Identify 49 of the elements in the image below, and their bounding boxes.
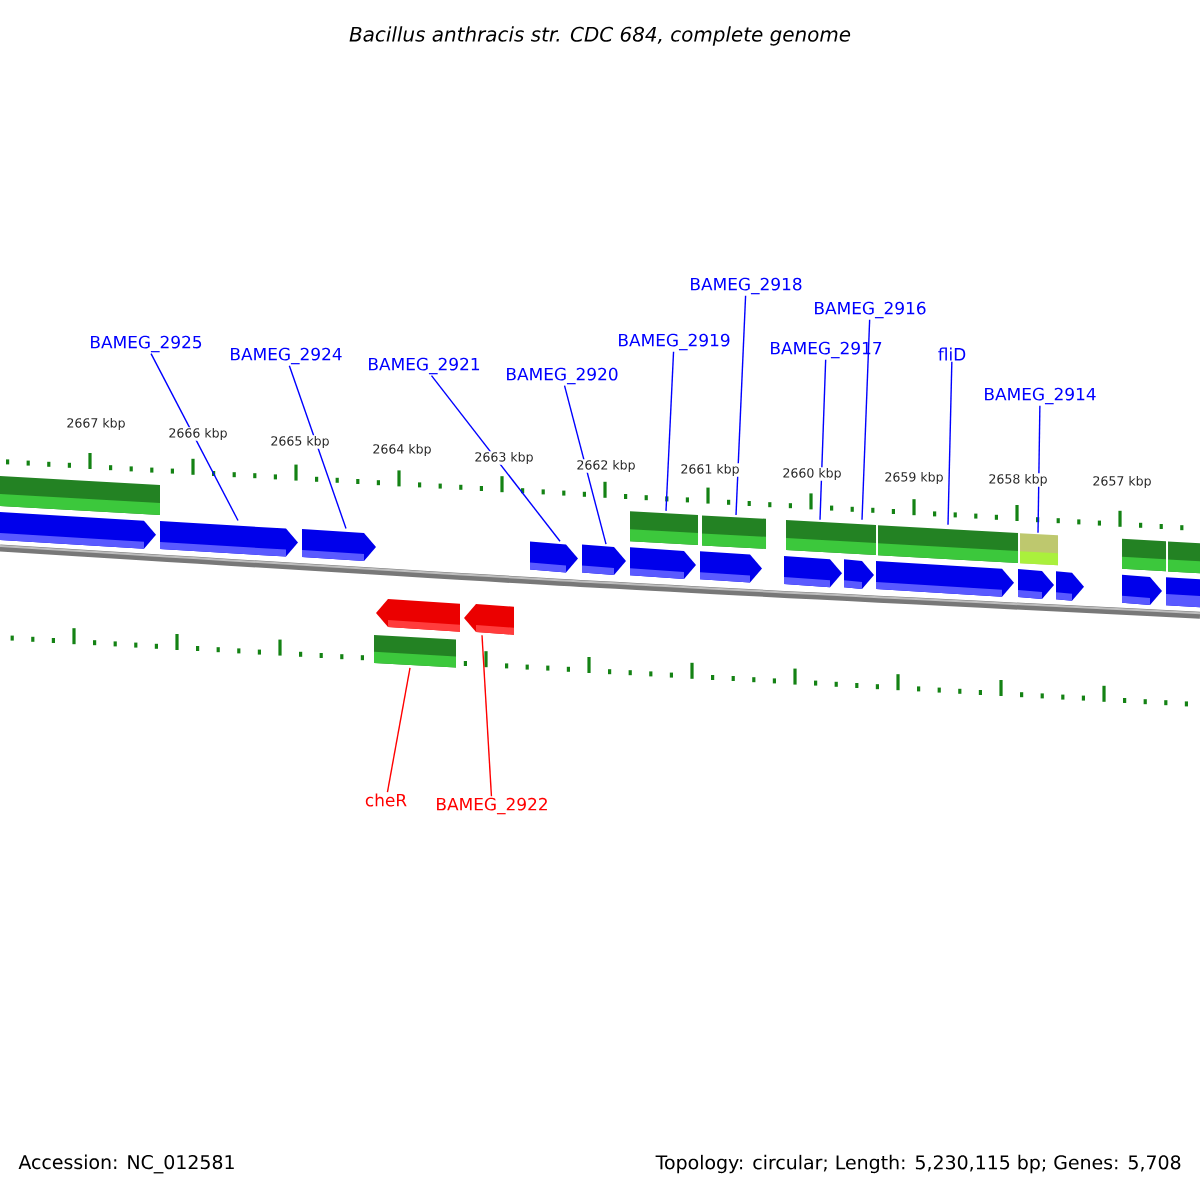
gene-label: BAMEG_2924 xyxy=(228,346,344,366)
gene-label: cheR xyxy=(363,792,409,808)
gene-feature xyxy=(160,521,298,557)
gene-feature xyxy=(1056,571,1084,601)
gene-label: BAMEG_2921 xyxy=(366,356,482,376)
gene-label: fliD xyxy=(936,346,968,362)
gene-feature xyxy=(464,604,514,635)
gene-label: BAMEG_2920 xyxy=(504,366,620,386)
gene-label: BAMEG_2919 xyxy=(616,332,732,352)
gene-label: BAMEG_2916 xyxy=(812,300,928,320)
gene-feature xyxy=(530,541,578,573)
title: Bacillus anthracis str. CDC 684, complete genome xyxy=(349,26,851,46)
leader-line xyxy=(1037,404,1041,534)
leader-line xyxy=(481,634,493,797)
gene-feature xyxy=(786,520,876,555)
leader-line xyxy=(150,352,239,522)
genome-stats-text: Topology: circular; Length: 5,230,115 bp; Genes: 5,708 xyxy=(655,1154,1181,1174)
leader-line xyxy=(819,358,827,521)
gene-feature xyxy=(1166,577,1200,608)
gene-feature xyxy=(1020,533,1058,566)
gene-feature xyxy=(582,544,626,575)
gene-label: BAMEG_2925 xyxy=(88,334,204,354)
gene-feature xyxy=(702,515,766,549)
gene-feature xyxy=(700,551,762,583)
leader-line xyxy=(288,364,347,530)
gene-feature xyxy=(630,511,698,545)
gene-feature xyxy=(630,547,696,579)
gene-feature xyxy=(376,599,460,632)
leader-line xyxy=(735,294,747,516)
leader-line xyxy=(386,667,411,793)
gene-feature xyxy=(302,529,376,561)
gene-feature xyxy=(1122,538,1166,572)
gene-label: BAMEG_2914 xyxy=(982,386,1098,406)
gene-feature xyxy=(0,476,160,515)
gene-feature xyxy=(0,512,156,549)
leader-line xyxy=(947,361,953,526)
leader-line xyxy=(665,350,675,512)
gene-label: BAMEG_2922 xyxy=(434,796,550,816)
gene-feature xyxy=(878,525,1018,563)
leader-line xyxy=(430,374,561,542)
gene-feature xyxy=(1122,574,1162,605)
gene-label: BAMEG_2918 xyxy=(688,276,804,296)
accession-text: Accession: NC_012581 xyxy=(18,1154,234,1174)
leader-line xyxy=(861,318,871,521)
gene-feature xyxy=(1168,541,1200,574)
gene-feature xyxy=(1018,569,1054,599)
gene-feature xyxy=(844,559,874,589)
leader-line xyxy=(563,384,607,545)
gene-feature xyxy=(374,635,456,668)
